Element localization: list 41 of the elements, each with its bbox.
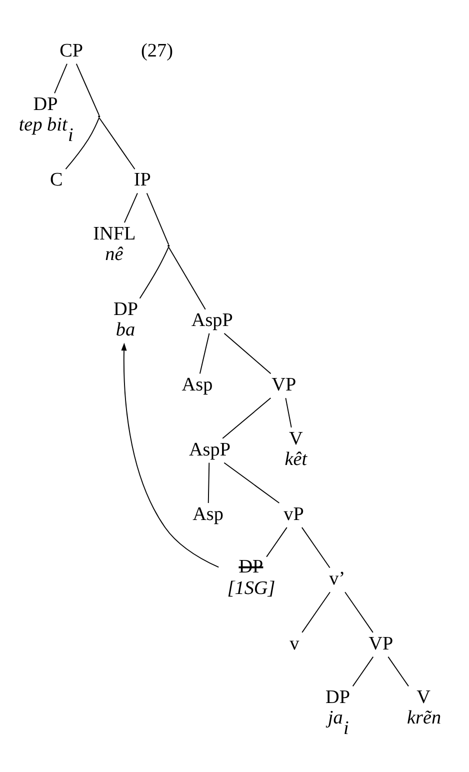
node-text: Asp: [192, 504, 224, 525]
connector: [124, 192, 138, 224]
node-text: v’: [329, 568, 346, 590]
node-text: V kêt: [284, 428, 308, 470]
node-point: [168, 244, 170, 247]
node-text: C: [50, 170, 63, 191]
connector: [344, 592, 374, 633]
connector: [76, 63, 100, 116]
connector: [301, 526, 330, 568]
node-text: VP: [368, 633, 394, 654]
connector: [224, 332, 272, 374]
connector: [222, 398, 272, 439]
node-text: AspP: [188, 439, 231, 460]
node-text: V krẽn: [407, 687, 442, 729]
node-text: DP ba: [114, 299, 138, 340]
connector: [208, 462, 210, 504]
connector: [199, 332, 210, 374]
connector: [285, 398, 292, 428]
connector: [302, 592, 330, 633]
node-text: Asp: [182, 374, 213, 396]
node-text: v: [290, 633, 300, 654]
connector: [146, 192, 170, 246]
node-text: vP: [284, 504, 304, 525]
node-text: VP: [272, 374, 296, 396]
connector: [224, 462, 280, 504]
label: (27): [141, 40, 173, 62]
connector: [352, 656, 374, 687]
node-point: [98, 115, 100, 118]
connector: [388, 656, 409, 687]
node-text: DP [1SG]: [227, 556, 276, 600]
connector: [54, 63, 68, 94]
connector: [98, 117, 136, 170]
connector: [266, 526, 288, 558]
node-text: IP: [134, 170, 151, 191]
arrow: [121, 342, 220, 568]
node-text: INFL nê: [93, 224, 136, 265]
node-text: CP: [60, 40, 84, 62]
node-text: AspP: [191, 310, 233, 331]
connector: [139, 246, 170, 299]
connector: [65, 117, 100, 170]
connector: [168, 246, 206, 310]
